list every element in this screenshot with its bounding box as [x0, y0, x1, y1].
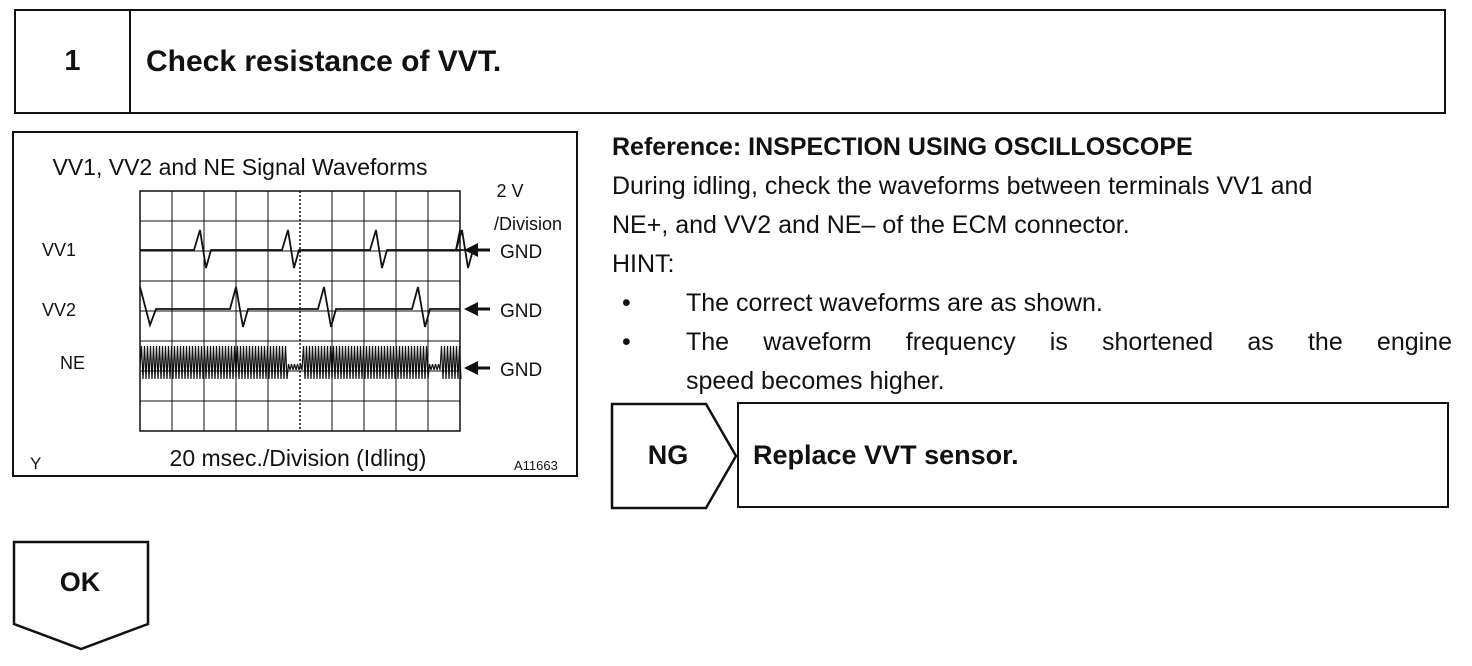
vv2-trace	[139, 286, 460, 328]
gnd-arrow-icon	[464, 361, 478, 375]
voltage-scale-unit: /Division	[494, 214, 562, 234]
gnd-label-ne: GND	[500, 360, 542, 381]
gnd-marker-ne: GND	[464, 360, 542, 381]
time-base-label: 20 msec./Division (Idling)	[170, 445, 427, 471]
reference-heading: Reference: INSPECTION USING OSCILLOSCOPE	[612, 133, 1193, 161]
gnd-marker-vv1: GND	[464, 242, 542, 263]
vv1-trace	[140, 229, 475, 269]
channel-label-vv1: VV1	[42, 240, 76, 260]
scope-grid	[139, 190, 461, 432]
reference-text-line-2: NE+, and VV2 and NE– of the ECM connecto…	[612, 211, 1130, 239]
reference-section: Reference: INSPECTION USING OSCILLOSCOPE…	[612, 128, 1452, 401]
gnd-marker-vv2: GND	[464, 301, 542, 322]
hint-bullet-2-continuation: speed becomes higher.	[612, 362, 1452, 401]
gnd-label-vv1: GND	[500, 242, 542, 263]
ok-label: OK	[59, 566, 101, 597]
voltage-scale: 2 V	[496, 181, 523, 201]
ok-arrow-icon	[12, 540, 150, 651]
gnd-arrow-icon	[464, 302, 478, 316]
step-title: Check resistance of VVT.	[146, 44, 502, 78]
bullet-icon: •	[622, 289, 631, 317]
step-header: 1 Check resistance of VVT.	[14, 9, 1446, 114]
figure-id: A11663	[514, 458, 558, 473]
hint-bullet-1: • The correct waveforms are as shown.	[612, 284, 1452, 323]
bullet-icon: •	[622, 328, 631, 356]
gnd-label-vv2: GND	[500, 301, 542, 322]
hint-bullet-2: • The waveform frequency is shortened as…	[612, 323, 1452, 362]
ng-action: Replace VVT sensor.	[737, 402, 1449, 508]
hint-bullet-2-text-cont: speed becomes higher.	[686, 367, 945, 395]
oscilloscope-diagram: VV1, VV2 and NE Signal Waveforms 2 V /Di…	[30, 154, 562, 473]
ng-label: NG	[647, 439, 689, 470]
hint-bullet-1-text: The correct waveforms are as shown.	[686, 289, 1103, 317]
scope-traces	[139, 229, 475, 380]
reference-text-line-1: During idling, check the waveforms betwe…	[612, 172, 1313, 200]
hint-label: HINT:	[612, 250, 675, 278]
hint-bullet-2-text: The waveform frequency is shortened as t…	[686, 328, 1452, 356]
ne-trace	[139, 345, 462, 380]
ng-arrow-icon	[610, 402, 738, 510]
waveform-figure: VV1, VV2 and NE Signal Waveforms 2 V /Di…	[12, 131, 578, 477]
figure-corner-label: Y	[30, 454, 41, 473]
channel-label-ne: NE	[60, 353, 85, 373]
gnd-arrow-icon	[464, 243, 478, 257]
step-number: 1	[16, 11, 131, 112]
channel-label-vv2: VV2	[42, 300, 76, 320]
figure-title: VV1, VV2 and NE Signal Waveforms	[53, 154, 428, 180]
